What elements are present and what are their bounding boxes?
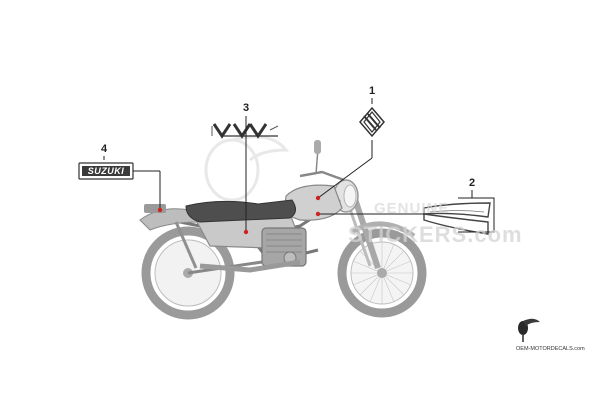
fuel-tank <box>283 184 343 221</box>
site-logo-icon <box>518 318 540 342</box>
callout-1: 1 <box>368 85 376 97</box>
stripe-decal <box>423 202 491 235</box>
tail-light <box>144 204 166 213</box>
marker-1 <box>315 195 321 201</box>
suzuki-decal-fill <box>82 166 130 176</box>
marker-2 <box>315 211 321 217</box>
callout-4: 4 <box>100 143 108 155</box>
toucan-watermark <box>204 135 290 202</box>
callout-leaders <box>103 98 495 233</box>
leader-1-b <box>317 157 373 199</box>
callout-3: 3 <box>242 102 250 114</box>
marker-4 <box>157 207 163 213</box>
handlebar <box>299 140 345 182</box>
front-fender <box>350 221 416 239</box>
location-markers <box>157 195 321 235</box>
site-label: OEM-MOTORDECALS.com <box>516 346 585 352</box>
leader-2-bracket <box>458 197 495 233</box>
watermark-genuine: GENUINE <box>374 200 450 217</box>
callout-2: 2 <box>468 177 476 189</box>
rear-shock <box>174 221 198 269</box>
vanvan-logo-decal <box>211 123 279 139</box>
watermark-stickers: STICKERS.com <box>348 222 523 247</box>
suzuki-decal-text: SUZUKI <box>87 166 125 176</box>
seat <box>185 199 296 223</box>
exhaust-pipe <box>199 259 301 273</box>
suzuki-s-emblem-decal <box>359 106 385 138</box>
marker-3 <box>243 229 249 235</box>
engine <box>261 227 307 267</box>
